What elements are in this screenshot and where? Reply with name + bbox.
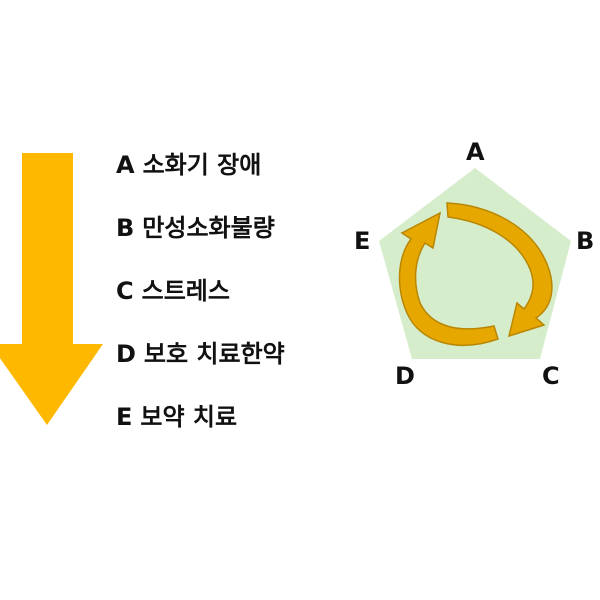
cycle-arrow-right <box>446 202 553 338</box>
stage-letter: C <box>116 277 134 305</box>
vertex-label-b: B <box>576 227 594 255</box>
stage-text: 보호 치료한약 <box>143 340 285 368</box>
cycle-arrow-left <box>398 211 499 346</box>
stage-text: 스트레스 <box>141 277 230 305</box>
stage-letter: A <box>116 151 135 179</box>
stage-letter: B <box>116 214 135 242</box>
stage-text: 만성소화불량 <box>142 214 275 242</box>
stage-text: 소화기 장애 <box>142 151 262 179</box>
stage-letter: E <box>116 403 133 431</box>
stage-letter: D <box>116 340 136 368</box>
vertex-label-c: C <box>542 362 560 390</box>
vertex-label-a: A <box>466 138 485 166</box>
vertex-label-e: E <box>354 227 370 255</box>
stage-text: 보약 치료 <box>140 403 238 431</box>
vertex-label-d: D <box>395 362 415 390</box>
